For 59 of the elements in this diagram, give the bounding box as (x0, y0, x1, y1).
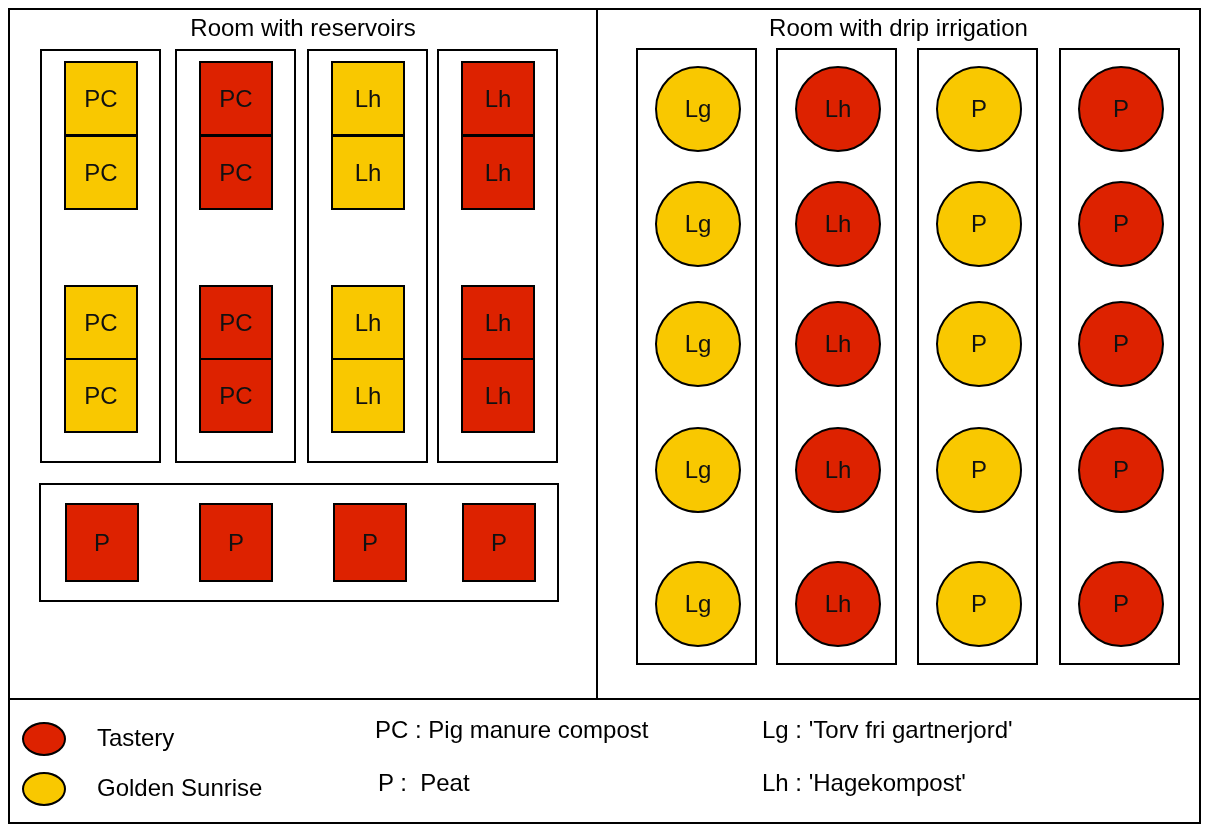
pot-square: P (199, 503, 273, 582)
bench-outline (40, 49, 161, 463)
plant-pot-circle: P (1078, 66, 1164, 152)
plant-pot-circle: Lh (795, 181, 881, 267)
plant-pot-circle: P (936, 181, 1022, 267)
abbreviation-note: Lg : 'Torv fri gartnerjord' (762, 716, 1013, 744)
plant-pot-circle: P (1078, 427, 1164, 513)
plant-pot-circle: P (1078, 181, 1164, 267)
bench-outline (307, 49, 428, 463)
plant-pot-circle: Lh (795, 427, 881, 513)
plant-pot-circle: Lg (655, 66, 741, 152)
bench-outline (39, 483, 559, 602)
pot-square: PC (64, 135, 138, 210)
plant-pot-circle: Lg (655, 427, 741, 513)
pot-square: P (333, 503, 407, 582)
bench-outline (917, 48, 1038, 665)
pot-square: Lh (461, 61, 535, 136)
pot-square: Lh (461, 358, 535, 433)
abbreviation-note: PC : Pig manure compost (375, 716, 649, 744)
pot-square: PC (64, 358, 138, 433)
plant-pot-circle: Lh (795, 66, 881, 152)
bench-outline (1059, 48, 1180, 665)
pot-square: P (65, 503, 139, 582)
plant-pot-circle: Lh (795, 301, 881, 387)
room-title: Room with drip irrigation (768, 14, 1029, 42)
abbreviation-note: P : Peat (378, 769, 470, 797)
pot-square: Lh (461, 285, 535, 360)
plant-pot-circle: P (936, 66, 1022, 152)
plant-pot-circle: P (936, 427, 1022, 513)
room-area (596, 8, 1201, 700)
room-area (8, 8, 598, 700)
pot-square: Lh (331, 358, 405, 433)
pot-square: Lh (331, 285, 405, 360)
plant-pot-circle: Lg (655, 181, 741, 267)
plant-pot-circle: P (1078, 301, 1164, 387)
plant-pot-circle: Lh (795, 561, 881, 647)
pot-square: Lh (331, 61, 405, 136)
pot-square: PC (199, 61, 273, 136)
pot-square: PC (64, 61, 138, 136)
pot-square: PC (199, 358, 273, 433)
room-title: Room with reservoirs (189, 14, 417, 42)
bench-outline (175, 49, 296, 463)
legend-label: Golden Sunrise (97, 774, 263, 802)
pot-square: P (462, 503, 536, 582)
legend-label: Tastery (97, 724, 175, 752)
pot-square: PC (199, 135, 273, 210)
bench-outline (437, 49, 558, 463)
abbreviation-note: Lh : 'Hagekompost' (762, 769, 966, 797)
plant-pot-circle: Lg (655, 561, 741, 647)
pot-square: Lh (331, 135, 405, 210)
bench-outline (636, 48, 757, 665)
plant-pot-circle: P (1078, 561, 1164, 647)
pot-square: PC (199, 285, 273, 360)
plant-pot-circle: P (936, 561, 1022, 647)
pot-square: Lh (461, 135, 535, 210)
pot-square: PC (64, 285, 138, 360)
bench-outline (776, 48, 897, 665)
plant-pot-circle: Lg (655, 301, 741, 387)
plant-pot-circle: P (936, 301, 1022, 387)
